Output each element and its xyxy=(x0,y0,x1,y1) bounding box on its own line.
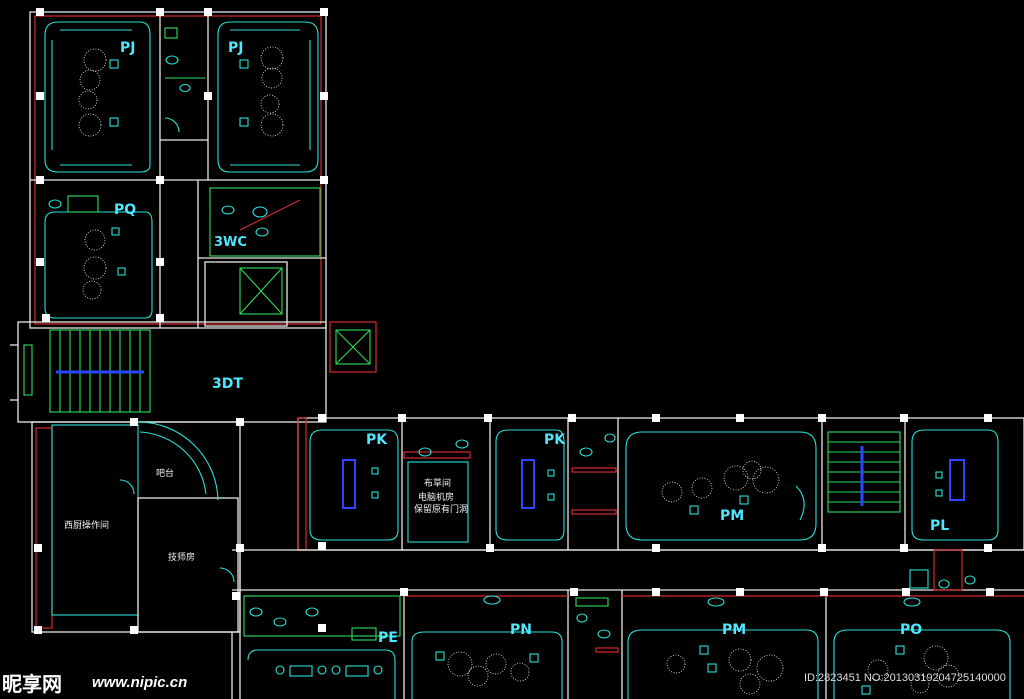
label-entry-note: 保留原有门洞 xyxy=(414,503,468,515)
label-3wc: 3WC xyxy=(214,235,247,250)
room-pm-upper xyxy=(625,431,817,541)
room-pe xyxy=(243,595,401,699)
label-bar: 吧台 xyxy=(156,467,174,479)
room-pj-right xyxy=(217,21,319,173)
pn-pm-toilets xyxy=(575,597,619,653)
room-pj-left xyxy=(44,21,151,173)
room-po xyxy=(833,597,1011,699)
room-pk-left xyxy=(309,429,399,541)
watermark-brand: 昵享网 xyxy=(2,674,62,696)
label-pl: PL xyxy=(930,518,949,534)
upper-wing-walls xyxy=(29,11,327,329)
label-pn: PN xyxy=(510,622,532,638)
label-pj-right: PJ xyxy=(228,40,243,56)
room-labels: PJ PJ PQ 3WC 3DT PK PK PM PL PE PN PM PO… xyxy=(64,40,949,646)
room-pl xyxy=(909,429,999,591)
label-pq: PQ xyxy=(114,202,136,218)
label-pm-upper: PM xyxy=(720,508,744,524)
watermark-url: www.nipic.cn xyxy=(92,674,188,691)
main-building-walls xyxy=(231,417,1024,699)
label-pe: PE xyxy=(378,630,398,646)
label-western-kitchen: 西厨操作间 xyxy=(64,519,109,531)
label-po: PO xyxy=(900,622,922,638)
label-computer-room: 电脑机房 xyxy=(418,491,454,503)
stair-east xyxy=(827,431,901,513)
pj-toilets xyxy=(164,27,205,133)
label-pk-right: PK xyxy=(544,432,566,448)
stair-core-3dt xyxy=(10,321,327,423)
label-linen-room: 布草间 xyxy=(424,477,451,489)
room-3wc xyxy=(209,187,321,257)
column-markers xyxy=(34,8,994,634)
label-pk-left: PK xyxy=(366,432,388,448)
room-linen-computer xyxy=(403,439,471,543)
label-pm-lower: PM xyxy=(722,622,746,638)
label-technician-room: 技师房 xyxy=(168,551,195,563)
room-pn xyxy=(411,595,563,699)
elevator-shaft xyxy=(204,261,377,373)
label-3dt: 3DT xyxy=(212,376,243,392)
label-pj-left: PJ xyxy=(120,40,135,56)
room-pm-lower xyxy=(627,597,819,699)
room-pk-right xyxy=(495,429,617,541)
watermark-id: ID:2823451 NO:20130319204725140000 xyxy=(804,672,1006,684)
